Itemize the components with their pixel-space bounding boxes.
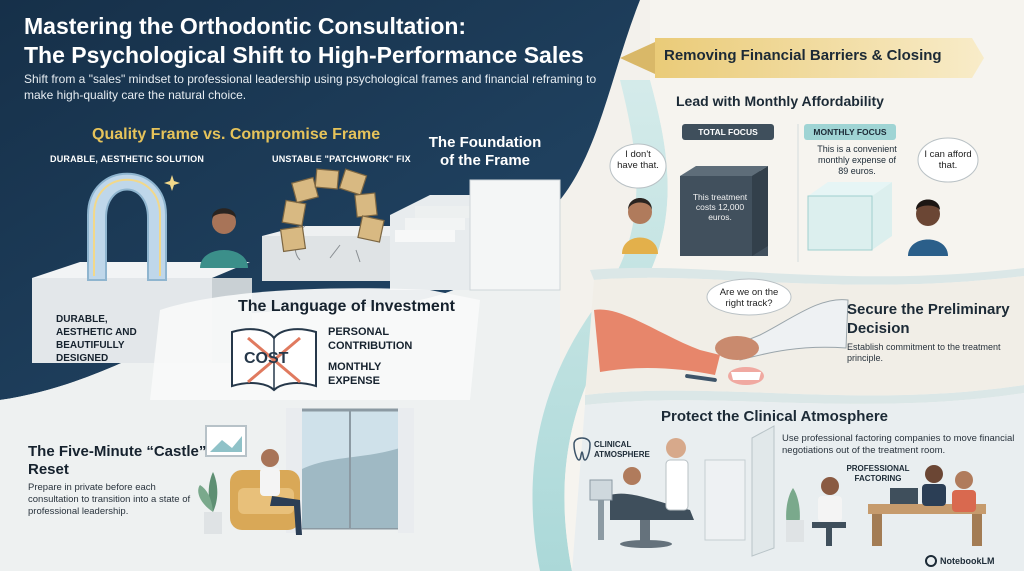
bubble-right-track: Are we on the right track? (719, 287, 779, 309)
page-title-line1: Mastering the Orthodontic Consultation: (24, 13, 467, 39)
clinical-label: CLINICAL ATMOSPHERE (594, 440, 650, 459)
reset-title: The Five-Minute “Castle” Reset (28, 443, 207, 478)
dental-chair-icon (610, 493, 694, 548)
reset-desc: Prepare in private before each consultat… (28, 482, 191, 517)
plant-icon (198, 472, 222, 534)
patient-icon (623, 467, 641, 485)
notebooklm-logo-icon (925, 555, 937, 567)
atmosphere-desc: Use professional factoring companies to … (782, 433, 1015, 456)
man-icon (916, 202, 940, 226)
quality-left-label: DURABLE, AESTHETIC SOLUTION (50, 154, 205, 164)
quality-base-label: DURABLE, AESTHETIC AND BEAUTIFULLY DESIG… (56, 314, 137, 364)
glass-cube-icon (807, 182, 892, 251)
bubble-can-afford: I can afford that. (924, 149, 972, 171)
foundation-steps-icon (390, 179, 561, 291)
banner-shape (655, 38, 984, 78)
crossed-cost-book-icon (231, 328, 317, 392)
quality-frame-title: Quality Frame vs. Compromise Frame (92, 126, 381, 143)
factoring-label: PROFESSIONAL FACTORING (846, 464, 910, 483)
monthly-focus-pill: MONTHLY FOCUS (804, 124, 896, 140)
patchwork-stones-icon (279, 168, 385, 253)
banner-label: Removing Financial Barriers & Closing (664, 47, 942, 64)
atmosphere-title: Protect the Clinical Atmosphere (661, 408, 888, 425)
person-icon (212, 210, 236, 234)
bubble-no-money: I don't have that. (617, 149, 659, 171)
decision-title: Secure the Preliminary Decision (847, 301, 1010, 337)
foundation-title: The Foundation of the Frame (428, 134, 542, 169)
pen-icon (685, 374, 717, 382)
dark-cube-icon (680, 166, 768, 256)
teeth-model-icon (728, 367, 764, 385)
total-focus-pill: TOTAL FOCUS (682, 124, 774, 140)
language-item-contribution: PERSONAL CONTRIBUTION (328, 326, 413, 352)
brand-name: NotebookLM (940, 556, 995, 566)
armchair-person-icon (230, 449, 302, 535)
total-cost-text: This treatment costs 12,000 euros. (692, 192, 748, 222)
quality-right-label: UNSTABLE "PATCHWORK" FIX (272, 154, 411, 164)
decision-desc: Establish commitment to the treatment pr… (847, 342, 1001, 363)
affordability-title: Lead with Monthly Affordability (676, 93, 884, 109)
monthly-expense-text: This is a convenient monthly expense of … (817, 144, 897, 176)
handshake-icon (594, 299, 849, 375)
dentist-icon (666, 438, 686, 458)
page-title-line2: The Psychological Shift to High-Performa… (24, 42, 584, 68)
quality-arch-icon (87, 172, 167, 281)
page-title: Mastering the Orthodontic Consultation: … (24, 12, 624, 70)
page-subtitle: Shift from a "sales" mindset to professi… (24, 72, 597, 102)
language-item-expense: MONTHLY EXPENSE (328, 361, 382, 387)
woman-icon (628, 200, 652, 224)
factoring-meeting-icon (812, 465, 986, 546)
tooth-icon (573, 437, 591, 461)
crossed-word: COST (244, 350, 289, 367)
language-title: The Language of Investment (238, 298, 455, 315)
